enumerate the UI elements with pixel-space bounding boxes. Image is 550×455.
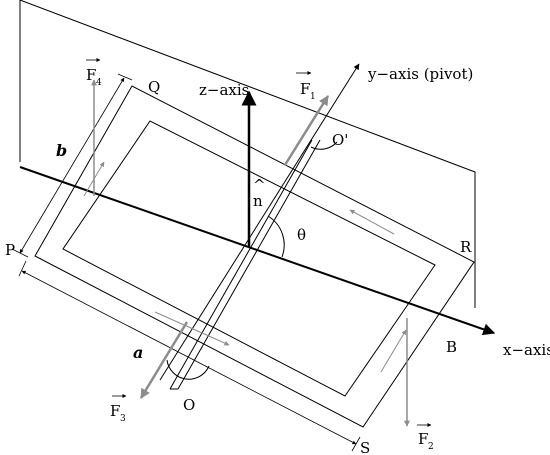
corner-label-p: P [5,241,15,259]
dimension-b-line [19,77,125,254]
dimension-a-tick-right [351,436,361,452]
x-axis-label: x−axis [503,341,550,359]
force-f1-arrow [283,95,330,166]
dimension-b-tick-top [117,73,133,81]
force-f4-label: F 4 [86,58,102,88]
o-arc [166,359,210,380]
force-f1-label: F 1 [296,71,316,102]
svg-text:F: F [86,66,96,84]
normal-hat: ^ [253,176,266,194]
pivot-rod-left [169,139,313,390]
svg-text:F: F [300,80,310,98]
z-axis-label: z−axis [199,81,249,99]
field-b-label: B [446,338,457,356]
current-arrow-bottom-side [154,311,230,346]
corner-label-q: Q [148,78,160,96]
force-f3-arrow [139,321,189,399]
dimension-b-tick-bottom [11,248,29,258]
svg-text:F: F [418,430,428,448]
normal-vector-label: n [253,192,263,210]
theta-arc [267,215,285,258]
svg-text:3: 3 [120,414,126,424]
corner-label-r: R [460,238,472,256]
svg-text:1: 1 [310,92,316,102]
pivot-point-o-prime-label: O' [332,131,348,149]
pivot-point-o-label: O [183,396,195,414]
o-prime-arc [310,141,338,150]
dimension-a-label: a [133,343,143,362]
svg-text:F: F [110,402,120,420]
theta-label: θ [297,226,306,244]
y-axis-line [159,63,360,381]
loop-outer-edge [34,85,475,428]
svg-text:4: 4 [96,78,102,88]
dimension-a-tick-left [18,260,27,277]
corner-label-s: S [360,439,370,455]
y-axis-label: y−axis (pivot) [367,65,473,83]
force-f3-label: F 3 [110,394,127,424]
svg-text:2: 2 [428,442,434,452]
dimension-a-line [21,270,357,445]
dimension-b-label: b [56,141,67,160]
force-f2-label: F 2 [417,423,434,452]
current-arrow-right-side [380,329,407,373]
current-arrow-top-side [349,209,395,235]
